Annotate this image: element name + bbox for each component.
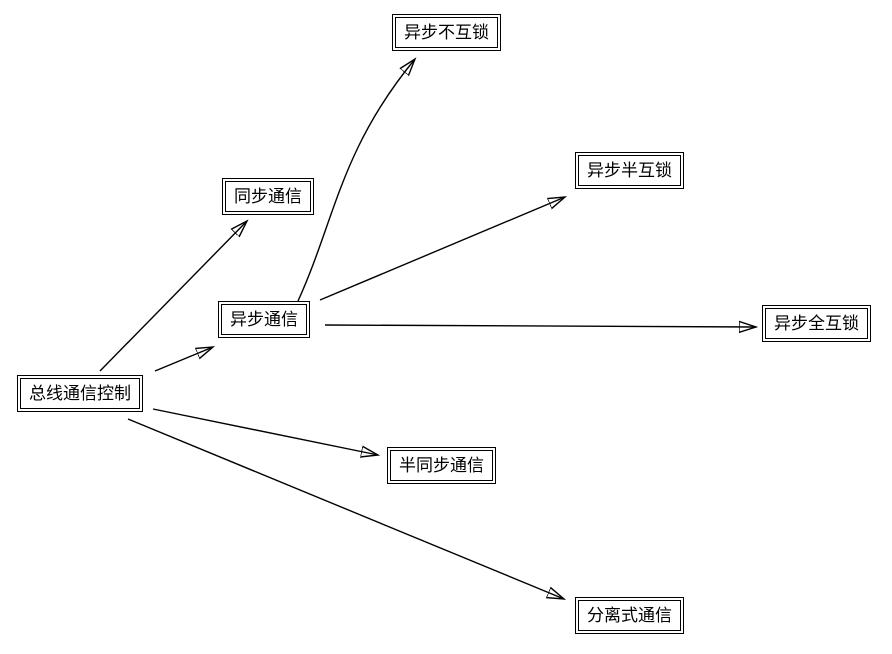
node-label: 异步不互锁 xyxy=(395,17,498,49)
node-bus-communication-control: 总线通信控制 xyxy=(17,375,143,413)
node-label: 半同步通信 xyxy=(390,450,493,482)
edge-root-to-split xyxy=(127,418,564,599)
node-label: 异步全互锁 xyxy=(765,308,868,340)
node-label: 总线通信控制 xyxy=(20,378,140,410)
node-synchronous-communication: 同步通信 xyxy=(222,178,314,216)
node-label: 分离式通信 xyxy=(578,600,681,632)
node-label: 异步半互锁 xyxy=(578,155,681,187)
node-label: 异步通信 xyxy=(221,304,307,336)
node-label: 同步通信 xyxy=(225,181,311,213)
node-asynchronous-communication: 异步通信 xyxy=(218,301,310,339)
edge-root-to-semisync xyxy=(152,408,378,455)
node-async-fully-interlocked: 异步全互锁 xyxy=(762,305,871,343)
node-async-non-interlocked: 异步不互锁 xyxy=(392,14,501,52)
edge-async-to-half-interlocked xyxy=(319,197,565,301)
edge-async-to-fully-interlocked xyxy=(324,325,756,327)
node-semi-synchronous-communication: 半同步通信 xyxy=(387,447,496,485)
node-async-half-interlocked: 异步半互锁 xyxy=(575,152,684,190)
edge-root-to-sync xyxy=(99,221,247,372)
edge-root-to-async xyxy=(154,347,213,372)
edge-async-to-non-interlocked xyxy=(297,59,415,302)
node-split-communication: 分离式通信 xyxy=(575,597,684,635)
